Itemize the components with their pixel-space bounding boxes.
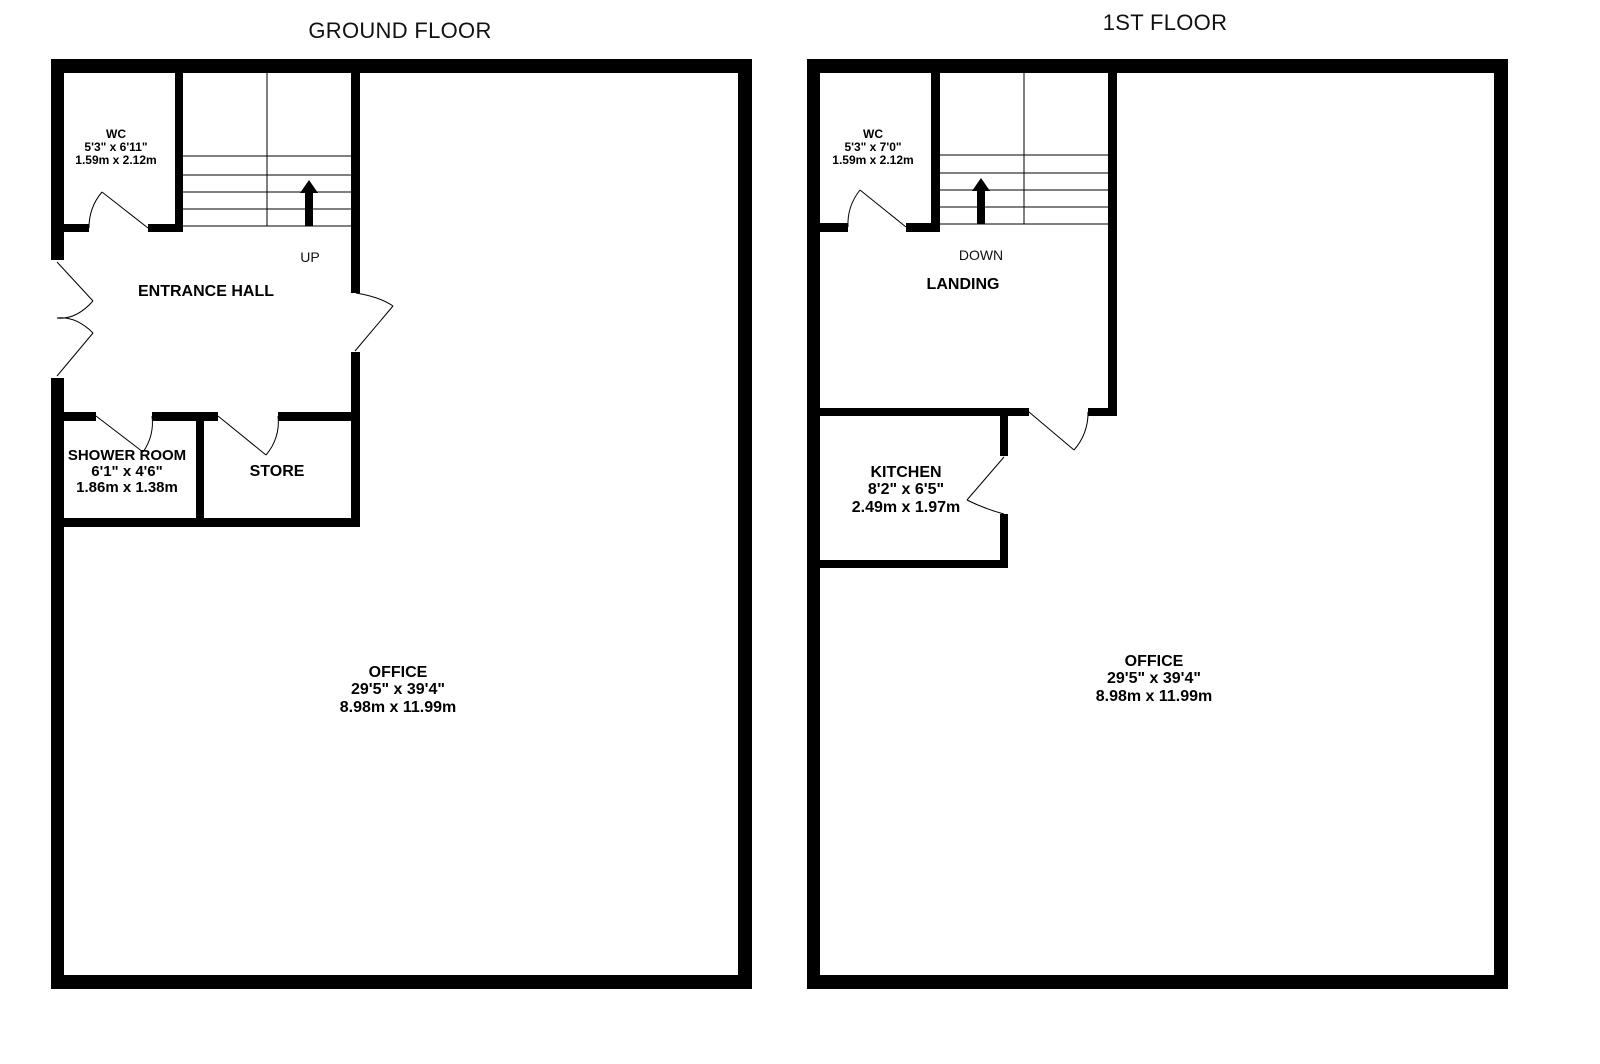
ground-outer-wall-bottom: [51, 975, 752, 989]
first-stairs-arrow-head: [972, 178, 990, 191]
ground-store-label: STORE: [250, 463, 305, 480]
first-wc-metric: 1.59m x 2.12m: [832, 152, 914, 167]
first-wc-imperial: 5'3" x 7'0": [844, 139, 902, 154]
first-landing-label: LANDING: [927, 276, 1000, 293]
ground-entrance-hall-name: ENTRANCE HALL: [138, 283, 274, 300]
ground-store-top-wall: [278, 412, 360, 421]
first-kitchen-right-wall-upper: [1000, 408, 1008, 456]
ground-store-name: STORE: [249, 463, 305, 480]
ground-shower-room-label: SHOWER ROOM 6'1" x 4'6" 1.86m x 1.38m: [67, 447, 187, 497]
first-kitchen-right-wall-lower: [1000, 514, 1008, 568]
ground-outer-wall-left-lower: [51, 378, 64, 989]
ground-wc-right-wall: [175, 70, 183, 232]
ground-outer-wall-top: [51, 59, 752, 73]
first-stairs-arrow-shaft: [977, 191, 985, 224]
first-kitchen-label: KITCHEN 8'2" x 6'5" 2.49m x 1.97m: [852, 464, 961, 516]
ground-wc-label: WC 5'3" x 6'11" 1.59m x 2.12m: [75, 128, 156, 167]
ground-office-metric: 8.98m x 11.99m: [339, 698, 457, 716]
ground-shower-room-imperial: 6'1" x 4'6": [91, 463, 163, 481]
first-wc-name: WC: [863, 127, 883, 141]
first-doors: [847, 189, 1089, 515]
ground-floor-title: GROUND FLOOR: [308, 18, 492, 43]
ground-shower-store-divider: [196, 412, 204, 527]
first-wc-bottom-wall-left: [820, 223, 848, 232]
ground-entrance-hall-label: ENTRANCE HALL: [138, 283, 274, 300]
ground-stair-right-wall-upper: [351, 70, 360, 293]
ground-floor-plan: [51, 59, 752, 989]
ground-office-name: OFFICE: [368, 664, 428, 681]
ground-shower-top-wall-a: [64, 412, 96, 421]
ground-shower-top-wall-b: [152, 412, 218, 421]
ground-utility-bottom-wall: [51, 518, 360, 527]
ground-stairs-up-note: UP: [300, 249, 320, 265]
first-office-metric: 8.98m x 11.99m: [1095, 687, 1213, 705]
ground-outer-wall-right: [738, 59, 752, 989]
first-kitchen-metric: 2.49m x 1.97m: [851, 498, 961, 516]
ground-stairs: [183, 73, 351, 227]
first-stairs: [940, 73, 1108, 225]
first-kitchen-imperial: 8'2" x 6'5": [867, 481, 945, 499]
ground-wc-bottom-wall-left: [64, 224, 89, 232]
first-landing-bottom-wall-left: [820, 408, 1029, 416]
first-floor-title: 1ST FLOOR: [1102, 10, 1228, 35]
first-kitchen-name: KITCHEN: [870, 464, 942, 481]
ground-stairs-arrow-shaft: [305, 193, 313, 226]
first-stairs-down-note: DOWN: [958, 247, 1004, 263]
first-office-imperial: 29'5" x 39'4": [1107, 670, 1201, 688]
ground-office-imperial: 29'5" x 39'4": [351, 681, 445, 699]
ground-wc-metric: 1.59m x 2.12m: [75, 152, 157, 167]
first-landing-name: LANDING: [926, 276, 1000, 293]
ground-stair-right-wall-lower: [351, 352, 360, 527]
first-landing-bottom-wall-right: [1088, 408, 1117, 416]
ground-shower-room-name: SHOWER ROOM: [67, 447, 187, 464]
first-wc-bottom-wall-right: [906, 223, 940, 232]
ground-office-label: OFFICE 29'5" x 39'4" 8.98m x 11.99m: [340, 664, 457, 716]
first-outer-wall-right: [1494, 59, 1508, 989]
first-kitchen-bottom-wall: [820, 560, 1008, 568]
first-office-label: OFFICE 29'5" x 39'4" 8.98m x 11.99m: [1096, 653, 1213, 705]
ground-shower-room-metric: 1.86m x 1.38m: [76, 479, 178, 497]
ground-outer-wall-left-upper: [51, 59, 64, 260]
first-office-name: OFFICE: [1124, 653, 1184, 670]
first-floor-plan: [807, 59, 1508, 989]
first-wc-label: WC 5'3" x 7'0" 1.59m x 2.12m: [832, 128, 913, 167]
ground-stairs-arrow-head: [300, 180, 318, 193]
first-landing-right-wall: [1108, 70, 1117, 416]
ground-wc-name: WC: [106, 127, 126, 141]
first-outer-wall-bottom: [807, 975, 1508, 989]
ground-doors: [56, 191, 394, 456]
ground-wc-imperial: 5'3" x 6'11": [84, 139, 148, 154]
first-wc-right-wall: [931, 70, 940, 232]
ground-wc-bottom-wall-right: [148, 224, 183, 232]
first-outer-wall-top: [807, 59, 1508, 73]
first-outer-wall-left: [807, 59, 820, 989]
